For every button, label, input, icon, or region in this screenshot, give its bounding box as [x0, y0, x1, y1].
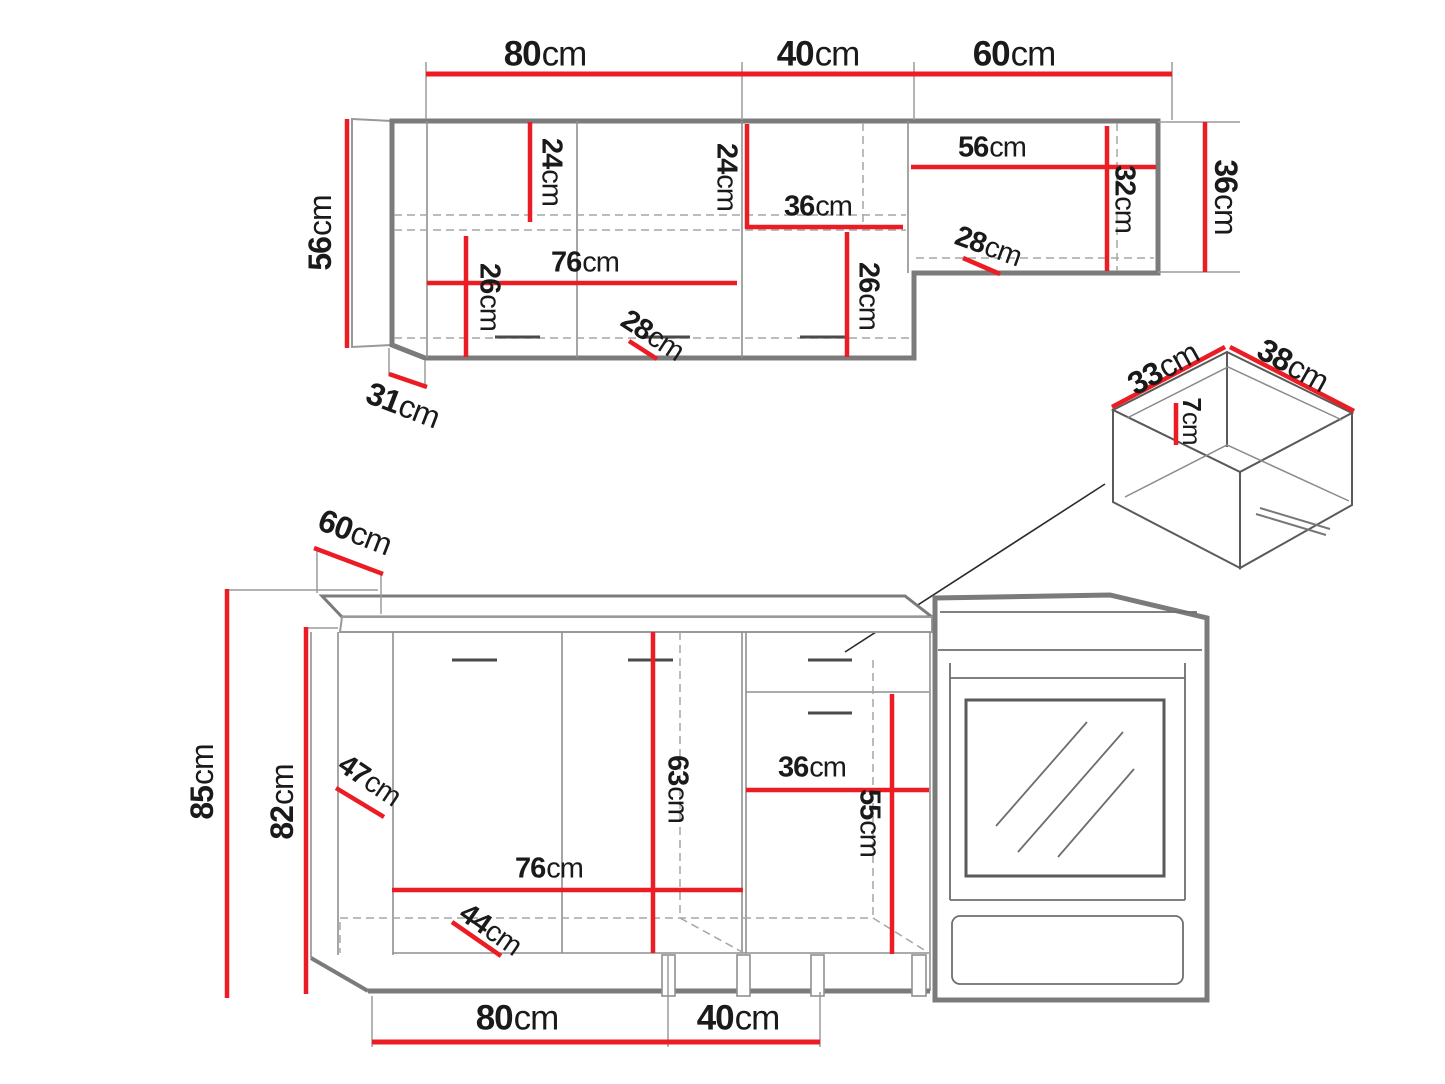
drawer-red-dim-lines	[1110, 345, 1356, 445]
wall-units-drawing	[344, 62, 1240, 390]
base-foot-3	[810, 954, 825, 997]
drawer-box-inner-edges	[1124, 366, 1350, 502]
base-units-corner-angle	[309, 956, 370, 993]
wall-units-side-panel	[351, 117, 393, 349]
base-foot-2	[736, 954, 751, 997]
base-foot-4	[911, 954, 927, 997]
countertop-top-surface	[318, 594, 937, 619]
oven-control-panel-lines	[938, 611, 1202, 651]
base-units-drawing	[224, 545, 1210, 1047]
oven-door-frame	[949, 663, 1186, 901]
base-units-floor-dashes	[339, 632, 930, 954]
base-units-red-dim-lines	[224, 545, 929, 998]
oven-window	[964, 698, 1166, 878]
oven-window-shine-lines	[995, 721, 1135, 858]
base-units-front-lines	[310, 632, 931, 991]
drawer-handle-lines	[1255, 507, 1331, 536]
wall-units-outline	[389, 118, 1161, 361]
wall-units-dividers	[426, 121, 909, 358]
drawer-box-front-right	[1239, 411, 1353, 570]
countertop-front-edge	[338, 616, 933, 633]
wall-units-red-dim-lines	[344, 119, 1208, 390]
base-units-extension-lines	[227, 549, 821, 1047]
oven-bottom-drawer	[951, 915, 1184, 985]
drawer-detail-drawing	[844, 345, 1356, 653]
wall-units-shelf-dashes	[394, 123, 1154, 339]
wall-units-extension-lines	[388, 62, 1240, 388]
base-units-handles	[452, 658, 852, 715]
